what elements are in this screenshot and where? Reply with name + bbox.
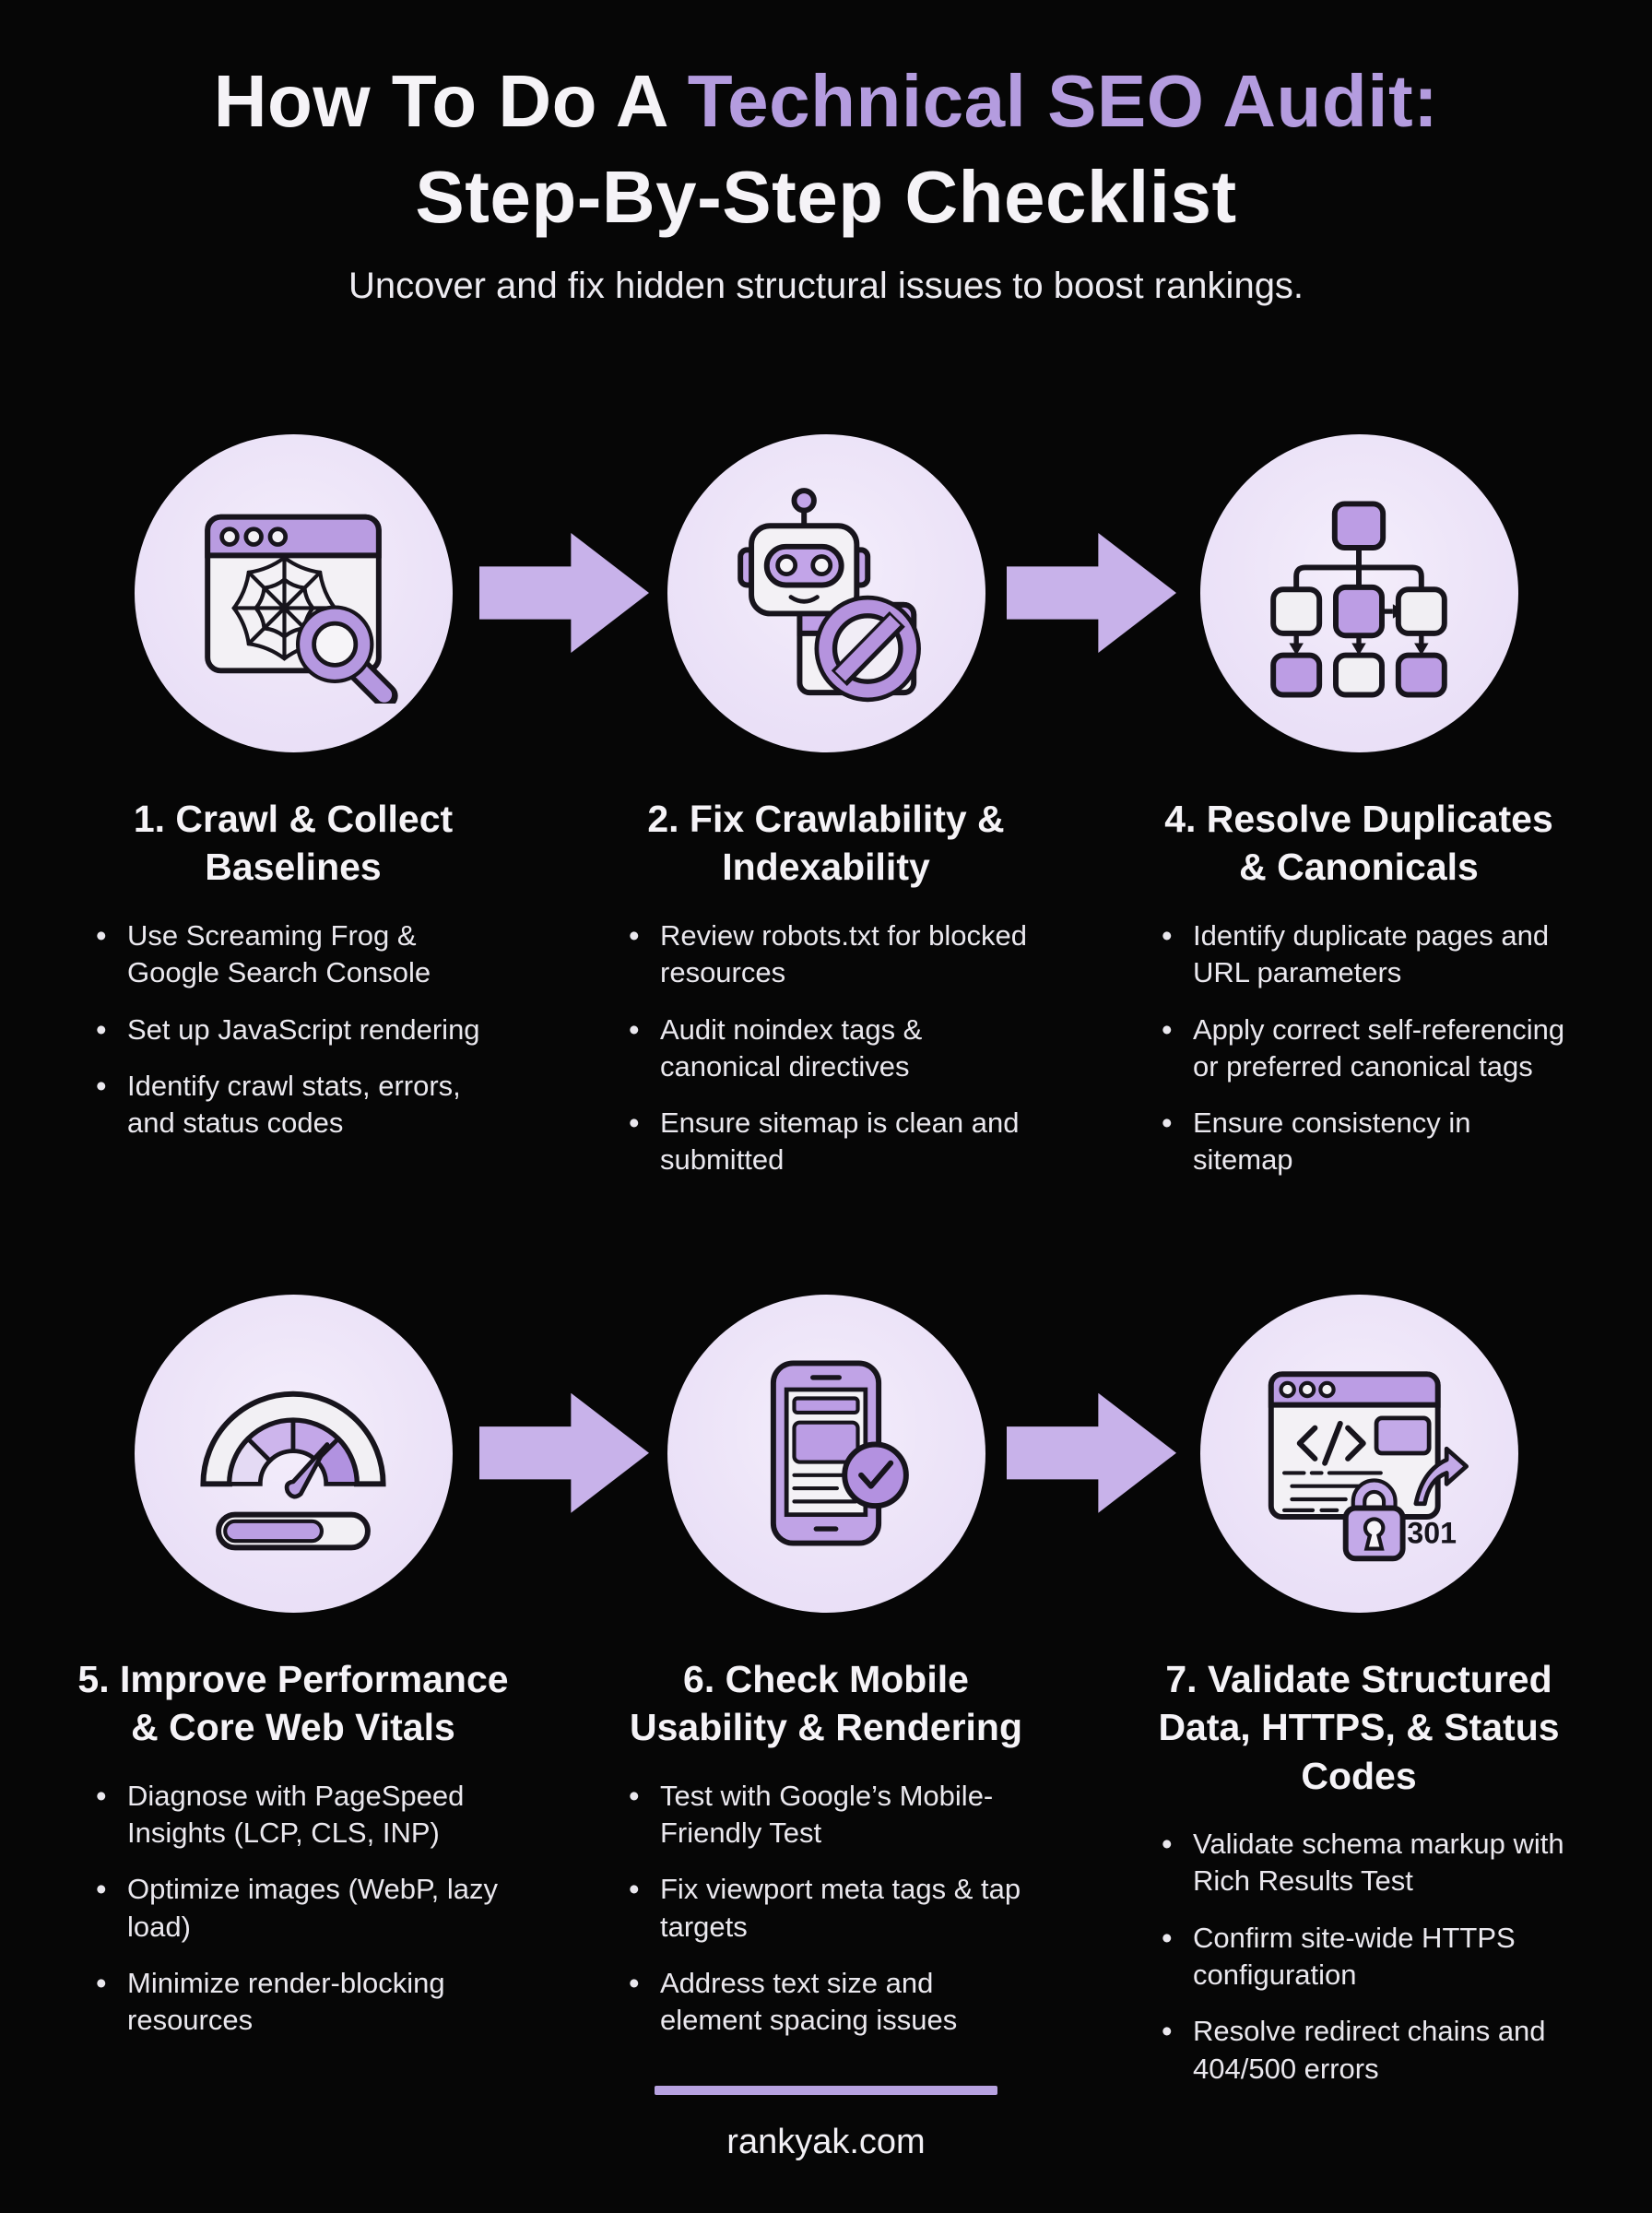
step-title: 2. Fix Crawlability & Indexability	[647, 795, 1004, 892]
step-title-line: 6. Check Mobile	[683, 1657, 969, 1700]
step-title: 1. Crawl & Collect Baselines	[134, 795, 453, 892]
step-column-2: 2. Fix Crawlability & Indexability Revie…	[584, 434, 1068, 1199]
step-icon-circle: 301	[1199, 1294, 1518, 1613]
step-icon-circle	[134, 434, 453, 752]
checklist-item: Set up JavaScript rendering	[87, 1011, 500, 1050]
step-bullets: Review robots.txt for blocked resources …	[620, 917, 1032, 1199]
header: How To Do A Technical SEO Audit: Step-By…	[0, 0, 1652, 307]
footer-site-name: rankyak.com	[726, 2123, 926, 2161]
step-title-line: Indexability	[722, 846, 930, 889]
checklist-item: Identify crawl stats, errors, and status…	[87, 1067, 500, 1142]
step-icon-circle	[667, 434, 985, 752]
step-column-6: 301 7. Validate Structured Data, HTTPS, …	[1117, 1294, 1600, 2107]
step-icon-circle	[667, 1294, 985, 1613]
step-title-line: & Canonicals	[1239, 846, 1479, 889]
step-bullets: Validate schema markup with Rich Results…	[1152, 1825, 1565, 2107]
checklist-item: Apply correct self-referencing or prefer…	[1152, 1011, 1565, 1086]
robot-blocked-icon	[738, 487, 921, 702]
code-lock-redirect-icon: 301	[1268, 1371, 1469, 1562]
step-title-line: & Core Web Vitals	[131, 1706, 455, 1749]
title-part-accent: Technical SEO Audit:	[687, 60, 1439, 142]
step-row-1: 1. Crawl & Collect Baselines Use Screami…	[0, 434, 1652, 1199]
checklist-item: Use Screaming Frog & Google Search Conso…	[87, 917, 500, 992]
step-column-1: 1. Crawl & Collect Baselines Use Screami…	[52, 434, 535, 1199]
mobile-check-icon	[770, 1360, 909, 1546]
redirect-301-label: 301	[1407, 1517, 1457, 1550]
checklist-item: Audit noindex tags & canonical directive…	[620, 1011, 1032, 1086]
step-icon-circle	[1199, 434, 1518, 752]
checklist-item: Minimize render-blocking resources	[87, 1964, 500, 2040]
step-title-line: Data, HTTPS, & Status	[1158, 1706, 1560, 1749]
step-column-5: 6. Check Mobile Usability & Rendering Te…	[584, 1294, 1068, 2107]
checklist-item: Validate schema markup with Rich Results…	[1152, 1825, 1565, 1900]
step-title-line: Codes	[1301, 1754, 1417, 1797]
step-title: 6. Check Mobile Usability & Rendering	[630, 1655, 1022, 1752]
step-title-line: 4. Resolve Duplicates	[1164, 798, 1553, 840]
step-title: 5. Improve Performance & Core Web Vitals	[77, 1655, 508, 1752]
step-title-line: 7. Validate Structured	[1165, 1657, 1552, 1700]
footer-divider	[655, 2086, 997, 2095]
checklist-item: Fix viewport meta tags & tap targets	[620, 1870, 1032, 1946]
checklist-item: Test with Google’s Mobile-Friendly Test	[620, 1777, 1032, 1852]
sitemap-hierarchy-icon	[1270, 500, 1447, 697]
step-title-line: 5. Improve Performance	[77, 1657, 509, 1700]
step-bullets: Test with Google’s Mobile-Friendly Test …	[620, 1777, 1032, 2059]
checklist-item: Ensure sitemap is clean and submitted	[620, 1104, 1032, 1179]
checklist-item: Confirm site-wide HTTPS configuration	[1152, 1919, 1565, 1994]
step-title-line: Baselines	[205, 846, 382, 889]
footer: rankyak.com	[0, 2086, 1652, 2162]
step-bullets: Diagnose with PageSpeed Insights (LCP, C…	[87, 1777, 500, 2059]
checklist-item: Ensure consistency in sitemap	[1152, 1104, 1565, 1179]
step-row-2: 5. Improve Performance & Core Web Vitals…	[0, 1294, 1652, 2107]
subtitle: Uncover and fix hidden structural issues…	[348, 266, 1304, 306]
step-icon-circle	[134, 1294, 453, 1613]
step-bullets: Identify duplicate pages and URL paramet…	[1152, 917, 1565, 1199]
step-column-4: 5. Improve Performance & Core Web Vitals…	[52, 1294, 535, 2107]
checklist-item: Review robots.txt for blocked resources	[620, 917, 1032, 992]
step-title: 4. Resolve Duplicates & Canonicals	[1164, 795, 1553, 892]
checklist-item: Optimize images (WebP, lazy load)	[87, 1870, 500, 1946]
step-title-line: 2. Fix Crawlability &	[647, 798, 1005, 840]
step-title-line: 1. Crawl & Collect	[133, 798, 454, 840]
checklist-item: Resolve redirect chains and 404/500 erro…	[1152, 2012, 1565, 2088]
step-title-line: Usability & Rendering	[629, 1706, 1022, 1749]
page-title: How To Do A Technical SEO Audit: Step-By…	[0, 53, 1652, 245]
browser-spiderweb-magnifier-icon	[205, 514, 398, 704]
checklist-item: Address text size and element spacing is…	[620, 1964, 1032, 2040]
title-line-2: Step-By-Step Checklist	[415, 156, 1237, 238]
title-part-white: How To Do A	[213, 60, 688, 142]
step-title: 7. Validate Structured Data, HTTPS, & St…	[1158, 1655, 1559, 1800]
speedometer-gauge-icon	[200, 1391, 386, 1551]
step-bullets: Use Screaming Frog & Google Search Conso…	[87, 917, 500, 1161]
checklist-item: Diagnose with PageSpeed Insights (LCP, C…	[87, 1777, 500, 1852]
checklist-item: Identify duplicate pages and URL paramet…	[1152, 917, 1565, 992]
step-column-3: 4. Resolve Duplicates & Canonicals Ident…	[1117, 434, 1600, 1199]
